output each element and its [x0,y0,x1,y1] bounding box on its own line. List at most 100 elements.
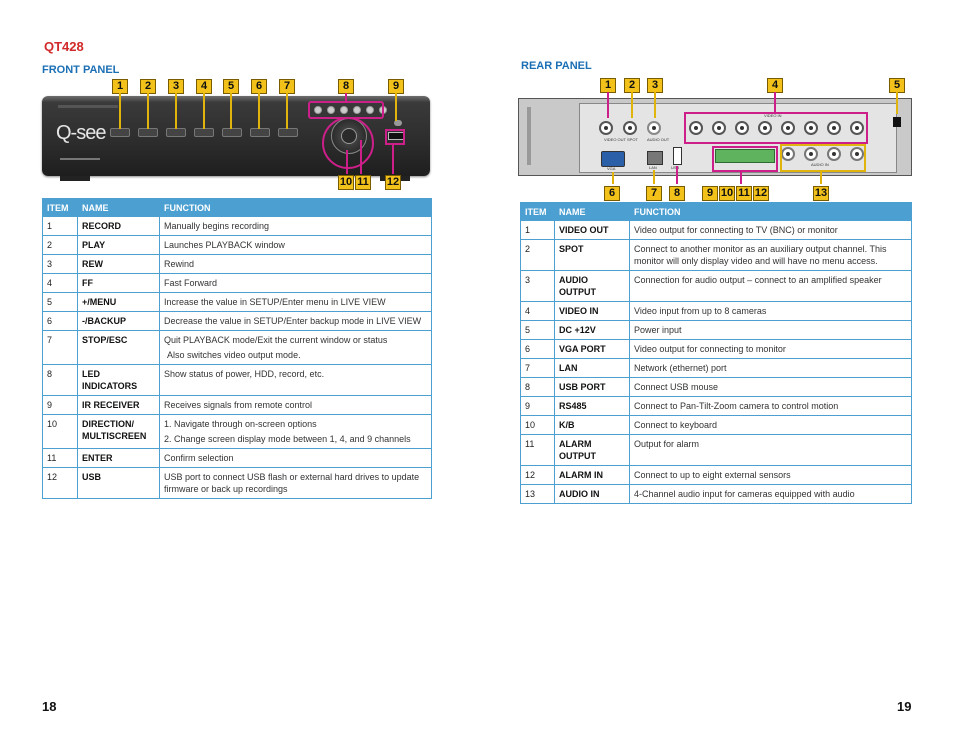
panel-label: AUDIO OUT [647,137,670,142]
item-number: 7 [42,330,78,365]
item-number: 3 [42,254,78,274]
item-name: -/BACKUP [77,311,160,331]
panel-label: AUDIO IN [811,162,829,167]
rear-callout-4: 4 [767,78,783,93]
header-name: NAME [554,202,630,221]
header-item: ITEM [520,202,555,221]
item-function: Receives signals from remote control [159,395,432,415]
item-number: 5 [520,320,555,340]
item-number: 10 [520,415,555,435]
direction-highlight [322,117,374,169]
item-number: 12 [42,467,78,499]
item-function: USB port to connect USB flash or externa… [159,467,432,499]
item-name: IR RECEIVER [77,395,160,415]
item-function: Confirm selection [159,448,432,468]
item-function: 4-Channel audio input for cameras equipp… [629,484,912,504]
panel-label: VIDEO IN [764,113,782,118]
leader-line [286,93,288,129]
leader-line [119,93,121,129]
model-title: QT428 [44,39,84,54]
item-name: DIRECTION/ MULTISCREEN [77,414,160,449]
item-function: Video output for connecting to monitor [629,339,912,359]
item-name: SPOT [554,239,630,271]
item-function: Fast Forward [159,273,432,293]
leader-line [230,93,232,129]
item-function: Connect to another monitor as an auxilia… [629,239,912,271]
leader-line [360,140,362,174]
item-name: PLAY [77,235,160,255]
rear-callout-3: 3 [647,78,663,93]
item-number: 2 [520,239,555,271]
item-function: Connect to Pan-Tilt-Zoom camera to contr… [629,396,912,416]
front-callout-4: 4 [196,79,212,94]
item-function: Launches PLAYBACK window [159,235,432,255]
item-number: 3 [520,270,555,302]
rear-callout-2: 2 [624,78,640,93]
item-function: Increase the value in SETUP/Enter menu i… [159,292,432,312]
item-name: STOP/ESC [77,330,160,365]
usb-highlight [385,129,405,145]
header-item: ITEM [42,198,78,217]
rear-callout-6: 6 [604,186,620,201]
item-function: Manually begins recording [159,216,432,236]
front-callout-12: 12 [385,175,401,190]
item-number: 4 [520,301,555,321]
item-number: 6 [42,311,78,331]
function-line: 1. Navigate through on-screen options [164,419,317,429]
item-name: DC +12V [554,320,630,340]
rear-callout-10: 10 [719,186,735,201]
leader-line [395,93,397,121]
item-name: REW [77,254,160,274]
front-panel-heading: FRONT PANEL [42,64,120,76]
leader-line [345,93,347,101]
item-number: 9 [42,395,78,415]
item-function: Connect USB mouse [629,377,912,397]
item-name: FF [77,273,160,293]
leader-line [896,92,898,114]
leader-line [203,93,205,129]
item-number: 7 [520,358,555,378]
item-name: USB PORT [554,377,630,397]
front-callout-7: 7 [279,79,295,94]
item-name: AUDIO IN [554,484,630,504]
function-line: Also switches video output mode. [167,350,301,360]
item-name: USB [77,467,160,499]
item-number: 1 [520,220,555,240]
rear-callout-9: 9 [702,186,718,201]
rear-panel-heading: REAR PANEL [521,60,592,72]
front-callout-11: 11 [355,175,371,190]
item-name: LAN [554,358,630,378]
brand-logo: Q-see [56,122,106,144]
item-name: RS485 [554,396,630,416]
page-number-right: 19 [897,699,912,714]
leader-line [607,92,609,118]
rear-callout-5: 5 [889,78,905,93]
front-callout-8: 8 [338,79,354,94]
item-function: Video input from up to 8 cameras [629,301,912,321]
leader-line [653,170,655,184]
function-line: 2. Change screen display mode between 1,… [164,434,411,444]
front-callout-3: 3 [168,79,184,94]
panel-label: VIDEO OUT [604,137,627,142]
item-number: 11 [520,434,555,466]
item-name: RECORD [77,216,160,236]
item-function: 1. Navigate through on-screen options 2. … [159,414,432,449]
item-function: Connect to up to eight external sensors [629,465,912,485]
